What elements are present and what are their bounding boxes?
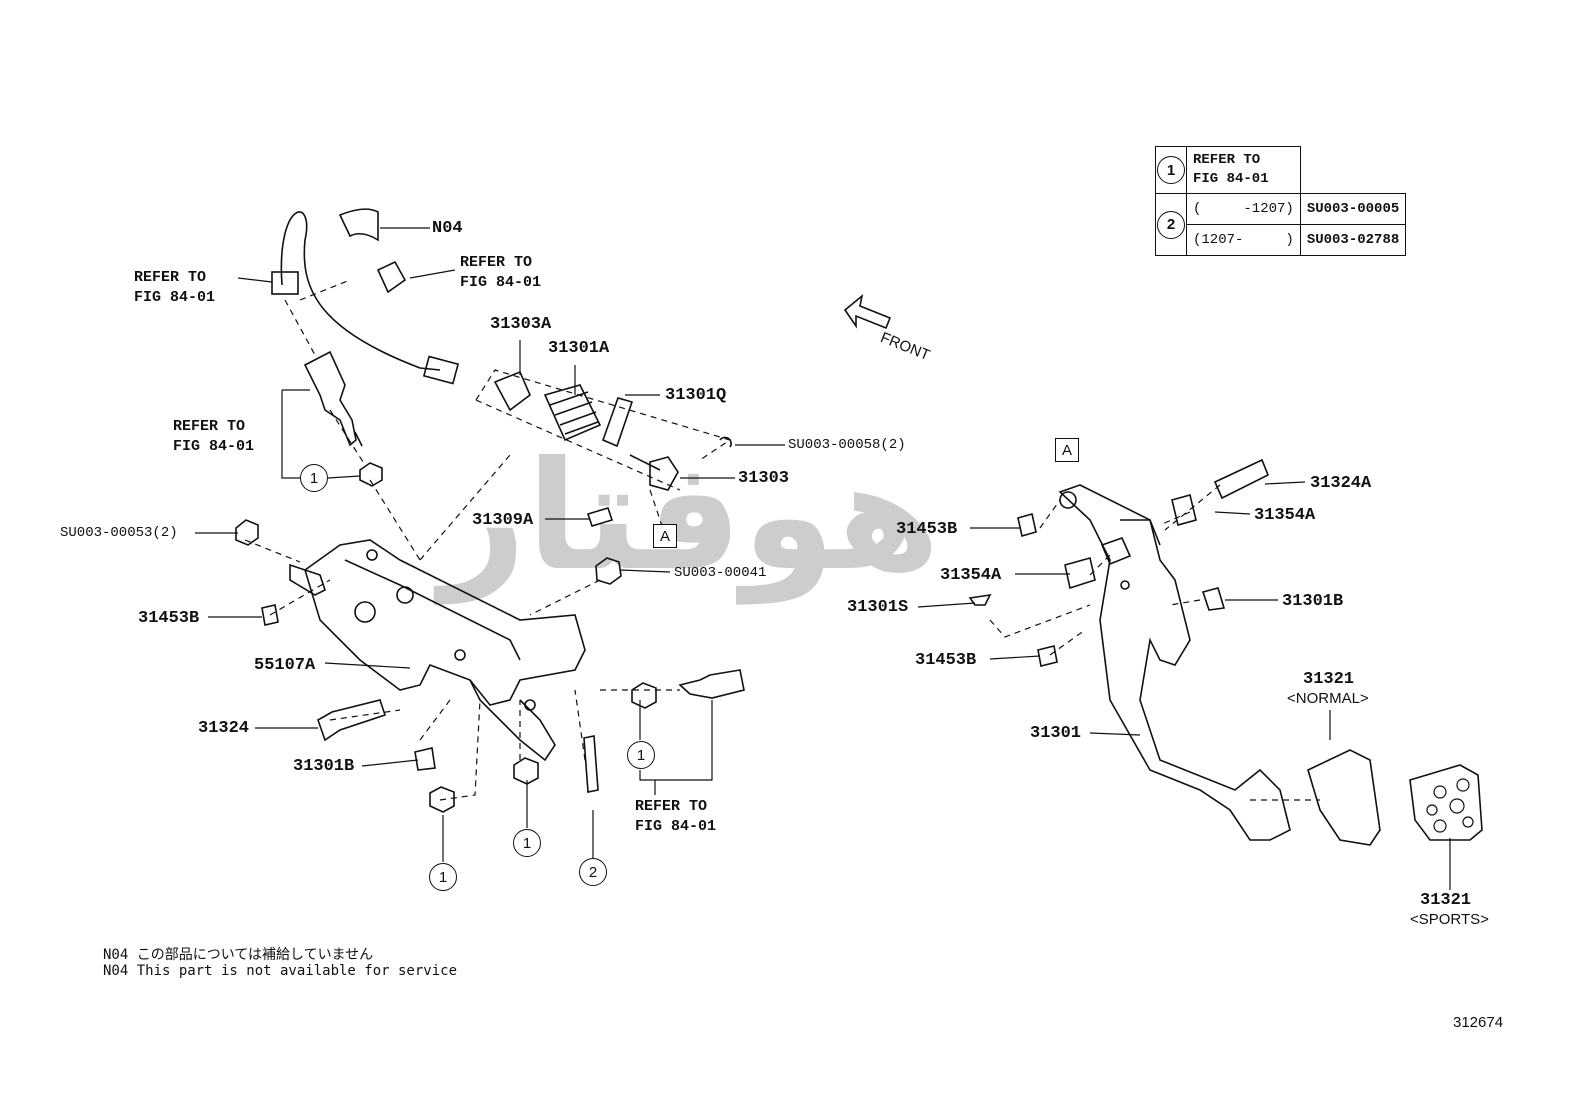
legend-code-1: SU003-00005 <box>1299 193 1407 225</box>
note-japanese: N04 この部品については補給していません <box>103 947 374 963</box>
collar-31301q <box>601 397 634 448</box>
nut-su41 <box>595 557 622 585</box>
clip-top <box>376 260 407 294</box>
legend-row1-text: REFER TO FIG 84-01 <box>1186 146 1301 194</box>
label-refer-left: REFER TO FIG 84-01 <box>134 269 216 306</box>
pin-31309a <box>586 507 614 527</box>
label-refer-top: REFER TO FIG 84-01 <box>460 254 542 291</box>
label-31301q: 31301Q <box>665 386 727 405</box>
label-31453b-low: 31453B <box>915 651 977 670</box>
label-n04: N04 <box>432 219 463 238</box>
bushing-31354a-big <box>1064 557 1096 590</box>
stud-left <box>289 563 326 596</box>
bushing-31453b-left <box>261 604 279 626</box>
reference-box-a-top: A <box>1055 438 1079 462</box>
nut-su53 <box>235 519 259 546</box>
clevis-31303 <box>649 456 679 491</box>
label-31453b-mid: 31453B <box>896 520 958 539</box>
lock-nut-switch <box>359 462 383 487</box>
n04-clip <box>338 208 379 242</box>
legend-code-2: SU003-02788 <box>1299 224 1407 256</box>
label-31324: 31324 <box>198 719 250 738</box>
pedal-pad-normal <box>1307 749 1381 846</box>
bushing-31453b-mid <box>1017 512 1037 538</box>
clip-su58 <box>719 436 732 448</box>
bolt-31324 <box>317 699 387 742</box>
clip-31301s <box>968 593 992 606</box>
callout-1-switch-nut: 1 <box>300 464 328 492</box>
callout-1-stop-switch: 1 <box>627 741 655 769</box>
watermark: هوفتار <box>440 430 941 604</box>
spring-31301a <box>543 384 602 442</box>
label-31301: 31301 <box>1030 724 1082 743</box>
label-sports: <SPORTS> <box>1410 911 1489 928</box>
front-arrow <box>843 293 892 330</box>
harness-connector <box>422 355 460 385</box>
callout-1-nut-b: 1 <box>513 829 541 857</box>
label-refer-bottom: REFER TO FIG 84-01 <box>635 798 717 835</box>
legend-range-1: ( -1207) <box>1186 193 1301 225</box>
pedal-pad-sports <box>1409 764 1483 841</box>
bushing-31453b-low <box>1037 645 1058 667</box>
harness-clip <box>271 271 299 295</box>
label-31324a: 31324A <box>1310 474 1372 493</box>
callout-2-bolt: 2 <box>579 858 607 886</box>
wire-harness <box>280 211 441 371</box>
legend-row2-callout: 2 <box>1155 193 1187 256</box>
label-31309a: 31309A <box>472 511 534 530</box>
label-31354a-right: 31354A <box>1254 506 1316 525</box>
brake-switch <box>303 350 357 447</box>
callout-1-nut-a: 1 <box>429 863 457 891</box>
label-31301s: 31301S <box>847 598 909 617</box>
pedal-arm-31301 <box>1058 484 1291 841</box>
label-su003-00053: SU003-00053(2) <box>60 525 178 541</box>
stopper-31301b-left <box>414 747 436 771</box>
nut-a <box>429 786 455 813</box>
bolt-2 <box>583 735 599 793</box>
label-31354a-mid: 31354A <box>940 566 1002 585</box>
legend-table: 1 REFER TO FIG 84-01 2 ( -1207) SU003-00… <box>1155 146 1407 256</box>
label-su003-00041: SU003-00041 <box>674 565 767 581</box>
bushing-31354a-mid <box>1100 537 1132 566</box>
bushing-31354a-right <box>1171 494 1197 526</box>
nut-b <box>513 757 539 785</box>
label-normal: <NORMAL> <box>1287 690 1369 707</box>
label-31321-sports: 31321 <box>1420 891 1472 910</box>
spring-seat-31303a <box>493 370 531 412</box>
label-31453b-left: 31453B <box>138 609 200 628</box>
label-31303a: 31303A <box>490 315 552 334</box>
label-refer-switch: REFER TO FIG 84-01 <box>173 418 255 455</box>
lock-nut-stop-switch <box>631 682 657 709</box>
legend-row1-callout: 1 <box>1155 146 1187 194</box>
label-55107a: 55107A <box>254 656 316 675</box>
label-31321-normal: 31321 <box>1303 670 1355 689</box>
reference-box-a-mid: A <box>653 524 677 548</box>
label-31301a: 31301A <box>548 339 610 358</box>
stopper-31301b-right <box>1201 587 1226 611</box>
label-31301b-left: 31301B <box>293 757 355 776</box>
collar-31324a <box>1213 458 1270 500</box>
note-english: N04 This part is not available for servi… <box>103 963 458 979</box>
legend-range-2: (1207- ) <box>1186 224 1301 256</box>
pin-31303 <box>629 454 661 471</box>
label-31303: 31303 <box>738 469 790 488</box>
pedal-bracket <box>304 539 586 706</box>
label-su003-00058: SU003-00058(2) <box>788 437 906 453</box>
stop-lamp-switch <box>678 669 745 699</box>
figure-number: 312674 <box>1453 1014 1504 1031</box>
label-31301b-right: 31301B <box>1282 592 1344 611</box>
